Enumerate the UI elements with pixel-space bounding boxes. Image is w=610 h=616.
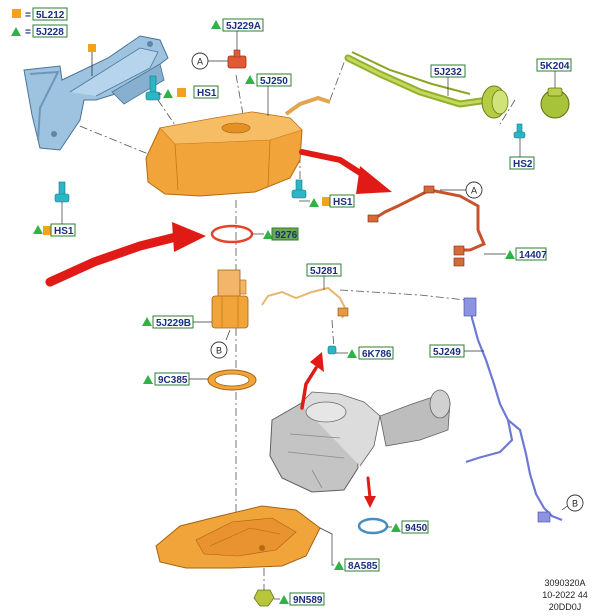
svg-text:5J249: 5J249 bbox=[433, 347, 461, 358]
fuel-pump-module-part bbox=[211, 269, 249, 329]
callout-9276: 9276 bbox=[252, 227, 299, 241]
callout-5j229b: 5J229B bbox=[142, 315, 212, 329]
fuel-tank-part bbox=[145, 95, 331, 197]
footer-line1: 3090320A bbox=[544, 578, 585, 588]
catalytic-converter-part bbox=[269, 389, 451, 493]
bracket-part bbox=[23, 35, 169, 151]
callout-14407: 14407 bbox=[484, 247, 547, 261]
svg-text:5J281: 5J281 bbox=[310, 266, 338, 277]
bolt-hs2-icon bbox=[513, 123, 526, 139]
callout-9c385: 9C385 bbox=[143, 372, 208, 386]
svg-text:A: A bbox=[197, 57, 203, 67]
callout-5k204: 5K204 bbox=[536, 58, 572, 88]
callout-9450: 9450 bbox=[387, 520, 429, 534]
bolt-hs1-top-icon bbox=[145, 75, 161, 101]
svg-text:9276: 9276 bbox=[275, 230, 298, 241]
svg-text:HS1: HS1 bbox=[197, 88, 217, 99]
callout-hs1-mid: HS1 bbox=[299, 194, 355, 208]
nut-9n589-part bbox=[253, 589, 275, 607]
legend-square-code: 5L212 bbox=[36, 10, 65, 21]
svg-text:5J250: 5J250 bbox=[260, 76, 288, 87]
svg-text:9N589: 9N589 bbox=[293, 595, 323, 606]
svg-text:B: B bbox=[572, 499, 578, 509]
harness-5j249-part bbox=[463, 297, 563, 523]
svg-text:14407: 14407 bbox=[519, 250, 547, 261]
red-arrow-tank-icon bbox=[299, 149, 392, 194]
drawing-reference: 3090320A 10-2022 44 20DD0J bbox=[542, 578, 588, 612]
connector-a-right: A bbox=[440, 181, 483, 199]
callout-5j249: 5J249 bbox=[429, 344, 484, 358]
callout-5j232: 5J232 bbox=[430, 64, 466, 96]
callout-5j281: 5J281 bbox=[306, 263, 342, 290]
svg-text:HS2: HS2 bbox=[513, 159, 533, 170]
connector-a-top: A bbox=[191, 52, 228, 70]
svg-text:9C385: 9C385 bbox=[158, 375, 188, 386]
red-arrow-gasket-icon bbox=[364, 476, 376, 508]
legend-square-equals: = bbox=[25, 10, 31, 21]
footer-line2: 10-2022 44 bbox=[542, 590, 588, 600]
legend-triangle-icon bbox=[11, 27, 21, 36]
legend-square-icon bbox=[12, 9, 21, 18]
o-ring-9276-part bbox=[210, 224, 254, 244]
svg-text:6K786: 6K786 bbox=[362, 349, 392, 360]
gasket-9450-part bbox=[357, 517, 389, 535]
legend-triangle-equals: = bbox=[25, 27, 31, 38]
bolt-hs1-left-icon bbox=[54, 181, 70, 203]
bracket-orange-marker bbox=[88, 44, 96, 52]
red-arrow-main-icon bbox=[45, 222, 206, 287]
svg-text:9450: 9450 bbox=[405, 523, 428, 534]
svg-text:5K204: 5K204 bbox=[540, 61, 570, 72]
callout-8a585: 8A585 bbox=[319, 527, 380, 572]
filler-cap-part bbox=[540, 87, 570, 119]
legend: = 5L212 = 5J228 bbox=[11, 7, 68, 38]
legend-triangle-code-box bbox=[32, 24, 68, 38]
svg-text:5J229A: 5J229A bbox=[226, 21, 261, 32]
svg-text:8A585: 8A585 bbox=[348, 561, 378, 572]
legend-square-code-box bbox=[32, 7, 68, 21]
callout-6k786: 6K786 bbox=[336, 346, 394, 360]
callout-hs1-top: HS1 bbox=[158, 85, 219, 99]
svg-text:5J232: 5J232 bbox=[434, 67, 462, 78]
svg-text:HS1: HS1 bbox=[54, 226, 74, 237]
heat-shield-8a585-part bbox=[155, 505, 321, 569]
lock-ring-9c385-part bbox=[207, 369, 257, 391]
filler-pipe-part bbox=[344, 51, 509, 119]
red-arrow-sensor-icon bbox=[300, 352, 324, 410]
harness-5j281-part bbox=[261, 286, 348, 319]
callout-9n589: 9N589 bbox=[274, 592, 325, 606]
svg-text:B: B bbox=[216, 346, 222, 356]
connector-b-right: B bbox=[561, 494, 584, 512]
legend-triangle-code: 5J228 bbox=[36, 27, 64, 38]
svg-text:A: A bbox=[471, 186, 477, 196]
valve-5j229a-part bbox=[227, 49, 247, 69]
connector-b-left: B bbox=[210, 329, 231, 359]
bolt-6k786-icon bbox=[327, 345, 337, 355]
callout-hs2: HS2 bbox=[509, 138, 535, 170]
callout-5j250: 5J250 bbox=[245, 73, 292, 116]
callout-hs1-left: HS1 bbox=[33, 202, 76, 237]
svg-text:HS1: HS1 bbox=[333, 197, 353, 208]
footer-line3: 20DD0J bbox=[549, 602, 582, 612]
bolt-hs1-mid-icon bbox=[291, 179, 307, 199]
callout-5j229a: 5J229A bbox=[211, 18, 264, 50]
fuel-line-14407-part bbox=[367, 185, 486, 267]
svg-text:5J229B: 5J229B bbox=[156, 318, 191, 329]
harness-5j281-connector-part bbox=[337, 307, 349, 317]
